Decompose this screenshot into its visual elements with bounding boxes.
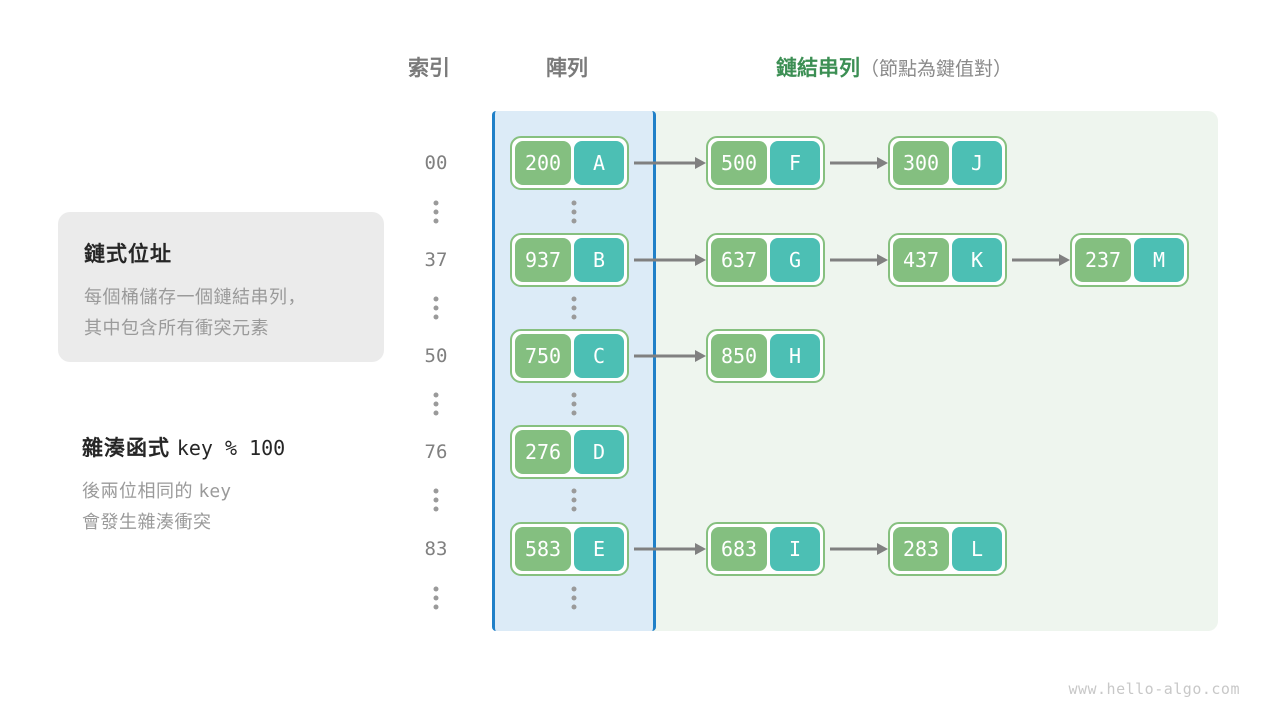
hash-note-line-1: 後兩位相同的 key	[82, 476, 402, 507]
info-card-line-1: 每個桶儲存一個鏈結串列，	[84, 287, 306, 307]
node-value: F	[770, 141, 820, 185]
node-key: 283	[893, 527, 949, 571]
array-ellipsis-icon	[571, 296, 577, 320]
node-key: 583	[515, 527, 571, 571]
node-key: 500	[711, 141, 767, 185]
link-arrow-icon	[634, 350, 706, 362]
array-ellipsis-icon	[571, 488, 577, 512]
node-key: 300	[893, 141, 949, 185]
header-array: 陣列	[546, 57, 588, 80]
node-value: J	[952, 141, 1002, 185]
array-ellipsis-icon	[571, 586, 577, 610]
hash-note-line-2: 會發生雜湊衝突	[82, 512, 212, 532]
link-arrow-icon	[634, 543, 706, 555]
node-key: 937	[515, 238, 571, 282]
bucket-index-label: 00	[424, 152, 448, 174]
header-linked-list: 鏈結串列（節點為鍵值對）	[776, 52, 1012, 82]
node-value: M	[1134, 238, 1184, 282]
hash-function-expression: key % 100	[176, 436, 286, 460]
header-linked-list-main: 鏈結串列	[776, 57, 860, 80]
info-card: 鏈式位址 每個桶儲存一個鏈結串列， 其中包含所有衝突元素	[58, 212, 384, 362]
hash-function-label: 雜湊函式	[82, 437, 170, 460]
index-ellipsis-icon	[433, 200, 439, 224]
array-ellipsis-icon	[571, 392, 577, 416]
node-key: 276	[515, 430, 571, 474]
node-key: 437	[893, 238, 949, 282]
node-key: 750	[515, 334, 571, 378]
node-value: L	[952, 527, 1002, 571]
node-value: I	[770, 527, 820, 571]
bucket-index-label: 76	[424, 441, 448, 463]
header-index: 索引	[408, 57, 450, 80]
watermark: www.hello-algo.com	[1068, 680, 1240, 698]
index-ellipsis-icon	[433, 586, 439, 610]
node-value: H	[770, 334, 820, 378]
node-value: A	[574, 141, 624, 185]
bucket-index-label: 83	[424, 538, 448, 560]
node-key: 850	[711, 334, 767, 378]
bucket-index-label: 37	[424, 249, 448, 271]
info-card-line-2: 其中包含所有衝突元素	[84, 318, 269, 338]
hash-function-title: 雜湊函式 key % 100	[82, 432, 402, 462]
node-key: 237	[1075, 238, 1131, 282]
info-card-body: 每個桶儲存一個鏈結串列， 其中包含所有衝突元素	[84, 282, 384, 344]
link-arrow-icon	[634, 157, 706, 169]
node-value: E	[574, 527, 624, 571]
node-key: 683	[711, 527, 767, 571]
index-ellipsis-icon	[433, 296, 439, 320]
node-value: C	[574, 334, 624, 378]
node-key: 200	[515, 141, 571, 185]
header-linked-list-sub: （節點為鍵值對）	[860, 59, 1013, 80]
node-key: 637	[711, 238, 767, 282]
node-value: G	[770, 238, 820, 282]
link-arrow-icon	[830, 254, 888, 266]
link-arrow-icon	[830, 543, 888, 555]
link-arrow-icon	[634, 254, 706, 266]
info-card-title: 鏈式位址	[84, 243, 172, 266]
bucket-index-label: 50	[424, 345, 448, 367]
node-value: D	[574, 430, 624, 474]
node-value: K	[952, 238, 1002, 282]
link-arrow-icon	[830, 157, 888, 169]
link-arrow-icon	[1012, 254, 1070, 266]
array-ellipsis-icon	[571, 200, 577, 224]
node-value: B	[574, 238, 624, 282]
hash-note-line-1-code: key	[198, 481, 232, 502]
hash-function-note: 雜湊函式 key % 100 後兩位相同的 key 會發生雜湊衝突	[82, 432, 402, 538]
index-ellipsis-icon	[433, 488, 439, 512]
index-ellipsis-icon	[433, 392, 439, 416]
hash-function-body: 後兩位相同的 key 會發生雜湊衝突	[82, 476, 402, 538]
hash-note-line-1-text: 後兩位相同的	[82, 481, 193, 501]
